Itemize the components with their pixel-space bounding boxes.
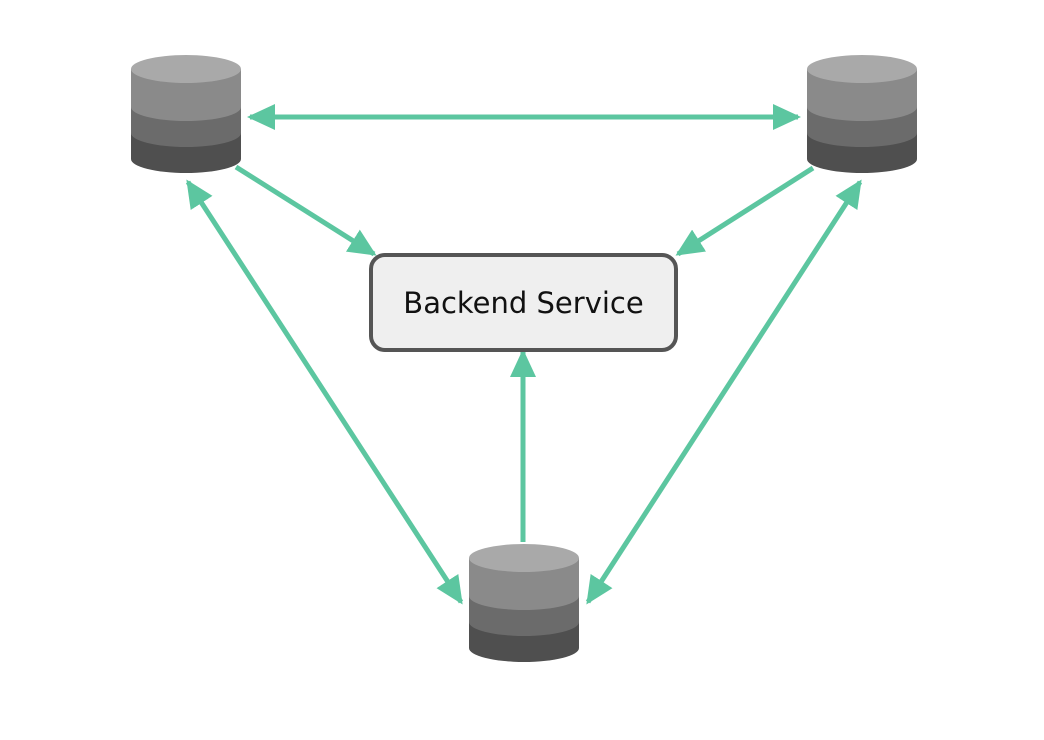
backend-service-box xyxy=(369,253,678,352)
backend-service-label: Backend Service xyxy=(403,286,643,320)
connection-db-top-right-service xyxy=(675,165,815,257)
connection-db-top-left-db-bottom xyxy=(185,179,464,605)
database-icon xyxy=(131,55,241,173)
connection-db-top-right-db-bottom xyxy=(585,179,863,605)
connections xyxy=(185,104,863,605)
database-icon xyxy=(807,55,917,173)
connection-db-top-left-service xyxy=(234,164,377,257)
database-icon xyxy=(469,544,579,662)
backend-service-node: Backend Service xyxy=(369,253,678,352)
